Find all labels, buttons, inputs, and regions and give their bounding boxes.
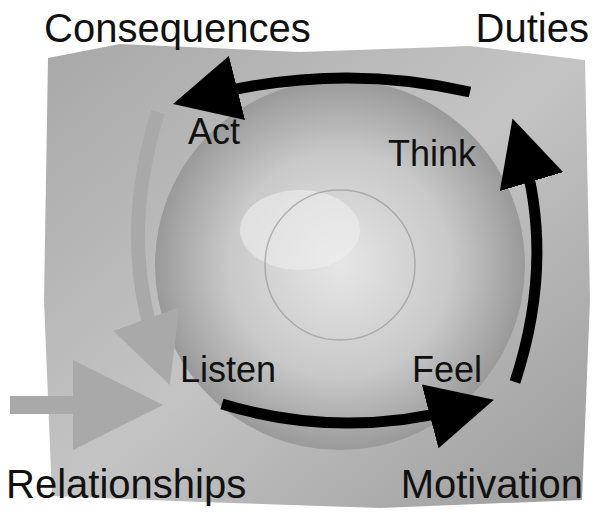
cycle-arrow [515,150,537,382]
step-label: Feel [412,350,482,390]
step-label: Act [188,112,240,152]
textured-ground [44,44,590,508]
ethics-label: Consequences [44,6,311,50]
cycle-arrow [205,78,470,96]
ethics-label: Duties [476,6,589,50]
cycle-arrow [222,404,462,423]
step-label: Listen [180,350,276,390]
globe [155,80,525,450]
ethics-label: Relationships [6,462,246,506]
ethics-label: Motivation [401,462,583,506]
cycle-arrow [138,112,158,352]
step-label: Think [388,134,476,174]
input-arrow [10,396,118,414]
globe-ring [265,190,415,340]
